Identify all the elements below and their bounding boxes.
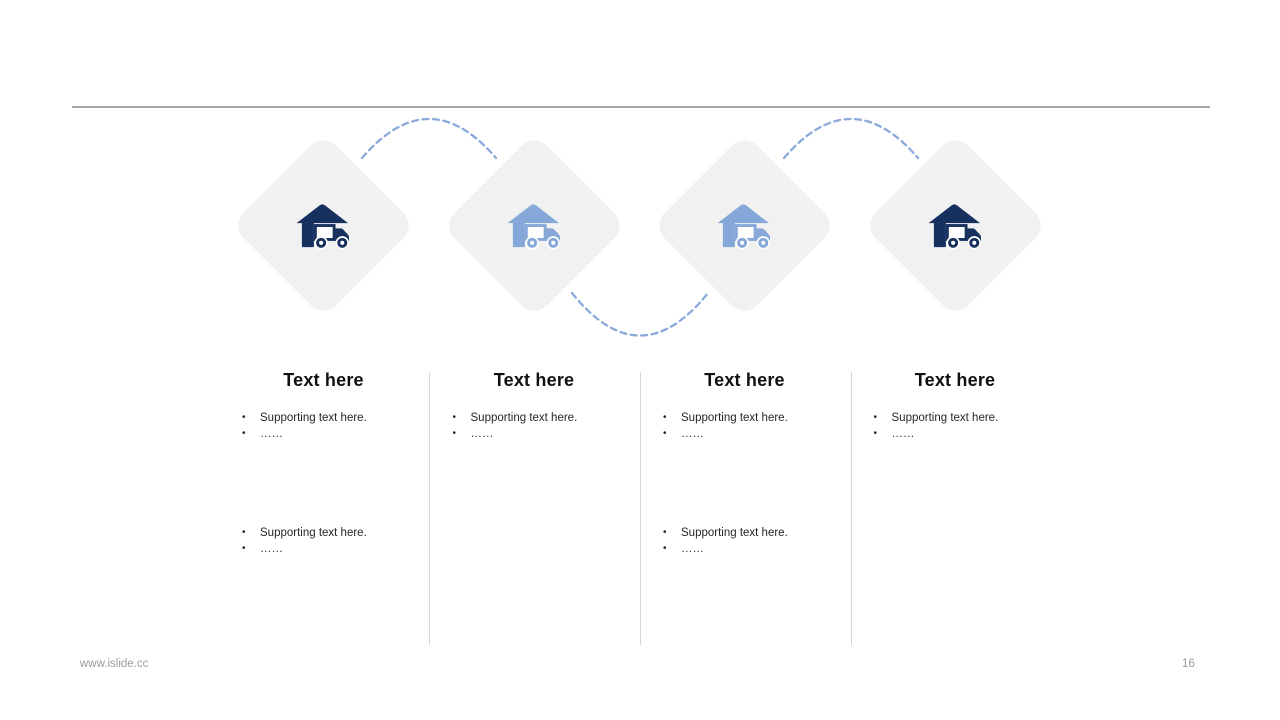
column-title: Text here [914,370,996,390]
column-divider [851,372,852,645]
bullet-text: …… [470,428,494,440]
text-column-4: Text here • Supporting text here. • …… [850,362,1061,645]
warehouse-truck-icon [717,203,770,250]
bullet-item: • Supporting text here. [453,410,636,426]
bullet-group: • Supporting text here. • …… [874,410,1057,442]
text-column-1: Text here • Supporting text here. • …… •… [218,362,429,645]
bullet-text: Supporting text here. [681,527,788,539]
bullet-marker: • [663,543,667,554]
step-diamond-icon-holder [679,160,810,291]
footer-website: www.islide.cc [80,658,149,670]
bullet-marker: • [242,527,246,538]
bullet-marker: • [452,412,457,423]
bullet-item: • Supporting text here. [242,525,425,541]
column-divider [640,372,641,645]
bullet-marker: • [663,428,667,439]
warehouse-truck-icon [296,203,349,250]
step-diamond-2 [441,132,627,319]
bullet-item: • …… [453,426,636,442]
column-title: Text here [493,370,575,390]
bullet-text: Supporting text here. [260,527,367,539]
bullet-group: • Supporting text here. • …… [242,525,425,557]
warehouse-truck-icon [506,203,559,250]
dashed-arc-connector [360,117,498,160]
bullet-text: …… [260,428,283,440]
bullet-text: …… [681,428,704,440]
bullet-marker: • [663,412,667,423]
bullet-item: • Supporting text here. [242,410,425,426]
bullet-marker: • [242,428,246,439]
step-diamond-icon-holder [258,160,389,291]
bullet-group: • Supporting text here. • …… [242,410,425,442]
bullet-text: …… [891,428,915,440]
step-diamond-1 [230,132,417,319]
text-column-2: Text here • Supporting text here. • …… [429,362,640,645]
step-diamond-icon-holder [469,160,600,291]
step-diamond-icon-holder [890,160,1021,291]
warehouse-truck-icon [927,203,980,250]
bullet-text: Supporting text here. [891,412,999,424]
column-title: Text here [283,370,364,390]
column-title: Text here [704,370,785,390]
page-number: 16 [1182,658,1195,670]
bullet-marker: • [242,412,246,423]
text-column-3: Text here • Supporting text here. • …… •… [639,362,850,645]
top-rule-line [72,106,1210,108]
bullet-marker: • [873,412,878,423]
bullet-item: • …… [663,426,846,442]
bullet-marker: • [242,543,246,554]
dashed-arc-connector [570,291,710,337]
bullet-group: • Supporting text here. • …… [663,410,846,442]
bullet-text: …… [260,543,283,555]
bullet-group: • Supporting text here. • …… [663,525,846,557]
bullet-marker: • [663,527,667,538]
bullet-text: Supporting text here. [470,412,578,424]
bullet-marker: • [452,428,457,439]
bullet-item: • …… [242,426,425,442]
step-diamond-3 [651,132,838,319]
bullet-group: • Supporting text here. • …… [453,410,636,442]
bullet-item: • …… [663,541,846,557]
bullet-item: • …… [874,426,1057,442]
column-divider [429,372,430,645]
step-diamond-4 [862,132,1048,319]
bullet-item: • Supporting text here. [663,410,846,426]
bullet-text: …… [681,543,704,555]
bullet-marker: • [873,428,878,439]
bullet-text: Supporting text here. [681,412,788,424]
bullet-item: • Supporting text here. [874,410,1057,426]
bullet-item: • …… [242,541,425,557]
bullet-item: • Supporting text here. [663,525,846,541]
bullet-text: Supporting text here. [260,412,367,424]
dashed-arc-connector [782,117,920,160]
